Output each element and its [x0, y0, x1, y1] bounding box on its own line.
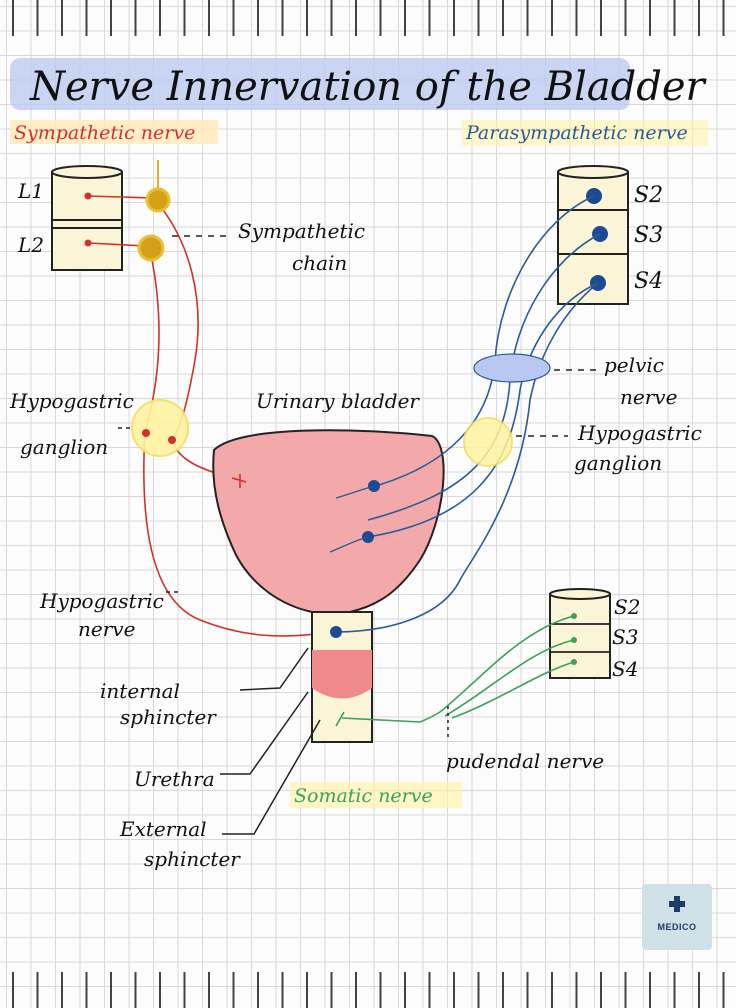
para-level-label-s4: S4 — [634, 269, 663, 294]
left-ganglion-neuron-1 — [142, 429, 150, 437]
somatic-level-label-s3: S3 — [612, 625, 638, 649]
somatic-urethra-ending — [341, 717, 421, 723]
page-title: Nerve Innervation of the Bladder — [29, 64, 708, 110]
external-sphincter-leader — [222, 719, 321, 835]
somatic-ending-tick — [335, 711, 345, 727]
para-level-label-s3: S3 — [634, 223, 663, 248]
left-hypogastric-ganglion-label-line2: ganglion — [20, 435, 108, 459]
sympathetic-chain-ganglion-upper — [145, 187, 171, 213]
pelvic-nerve-label-line2: nerve — [620, 385, 677, 409]
internal-sphincter-label-line1: internal — [100, 679, 180, 703]
urethra-label: Urethra — [134, 767, 215, 791]
right-hypogastric-ganglion-highlight — [463, 417, 513, 467]
somatic-level-label-s2: S2 — [614, 595, 640, 619]
internal-sphincter — [312, 650, 372, 699]
somatic-fibres — [419, 615, 575, 723]
left-hypogastric-ganglion-highlight — [131, 399, 189, 457]
internal-sphincter-leader — [239, 647, 309, 691]
level-label-l2: L2 — [17, 233, 44, 257]
left-ganglion-neuron-2 — [168, 436, 176, 444]
bottom-ruler-binding — [0, 972, 736, 1008]
pelvic-nerve-bundle — [473, 353, 551, 383]
hypogastric-nerve-label-line1: Hypogastric — [39, 589, 164, 613]
l1-neuron-dot — [84, 192, 92, 200]
urinary-bladder-label: Urinary bladder — [256, 389, 420, 413]
sacral-spinal-segment-somatic — [549, 588, 611, 679]
l2-neuron-dot — [84, 239, 92, 247]
lumbar-spinal-segment — [51, 165, 123, 271]
sympathetic-bladder-ending — [231, 474, 247, 488]
external-sphincter-label-line1: External — [119, 817, 207, 841]
somatic-heading-highlight — [290, 782, 462, 808]
hypogastric-nerve-label-line2: nerve — [78, 617, 135, 641]
internal-sphincter-label-line2: sphincter — [120, 705, 217, 729]
parasympathetic-heading: Parasympathetic nerve — [465, 122, 688, 144]
external-sphincter-label-line2: sphincter — [144, 847, 241, 871]
medical-cross-icon — [669, 896, 685, 912]
logo-brand-text: MEDICO — [657, 922, 697, 932]
right-hypogastric-ganglion-label-line2: ganglion — [574, 451, 662, 475]
top-ruler-binding — [0, 0, 736, 36]
sympathetic-heading: Sympathetic nerve — [14, 122, 195, 144]
sympathetic-chain-ganglion-lower — [137, 234, 165, 262]
somatic-level-label-s4: S4 — [612, 657, 638, 681]
title-highlight — [10, 58, 630, 110]
urethra-neuron — [330, 626, 342, 638]
urinary-bladder — [212, 429, 445, 613]
pelvic-nerve-label-line1: pelvic — [604, 353, 664, 377]
para-level-label-s2: S2 — [634, 183, 663, 208]
urethra-leader — [220, 691, 309, 775]
somatic-heading: Somatic nerve — [294, 785, 433, 807]
sympathetic-heading-highlight — [10, 120, 218, 144]
level-label-l1: L1 — [17, 179, 44, 203]
medico-logo: MEDICO — [642, 884, 712, 950]
parasympathetic-heading-highlight — [462, 120, 708, 146]
right-hypogastric-ganglion-label-line1: Hypogastric — [577, 421, 702, 445]
postganglionic-fibres — [329, 485, 375, 553]
left-hypogastric-ganglion-label-line1: Hypogastric — [9, 389, 134, 413]
pudendal-nerve-label: pudendal nerve — [446, 749, 604, 773]
sympathetic-chain-label-line1: Sympathetic — [238, 219, 365, 243]
sympathetic-chain-label-line2: chain — [292, 251, 347, 275]
